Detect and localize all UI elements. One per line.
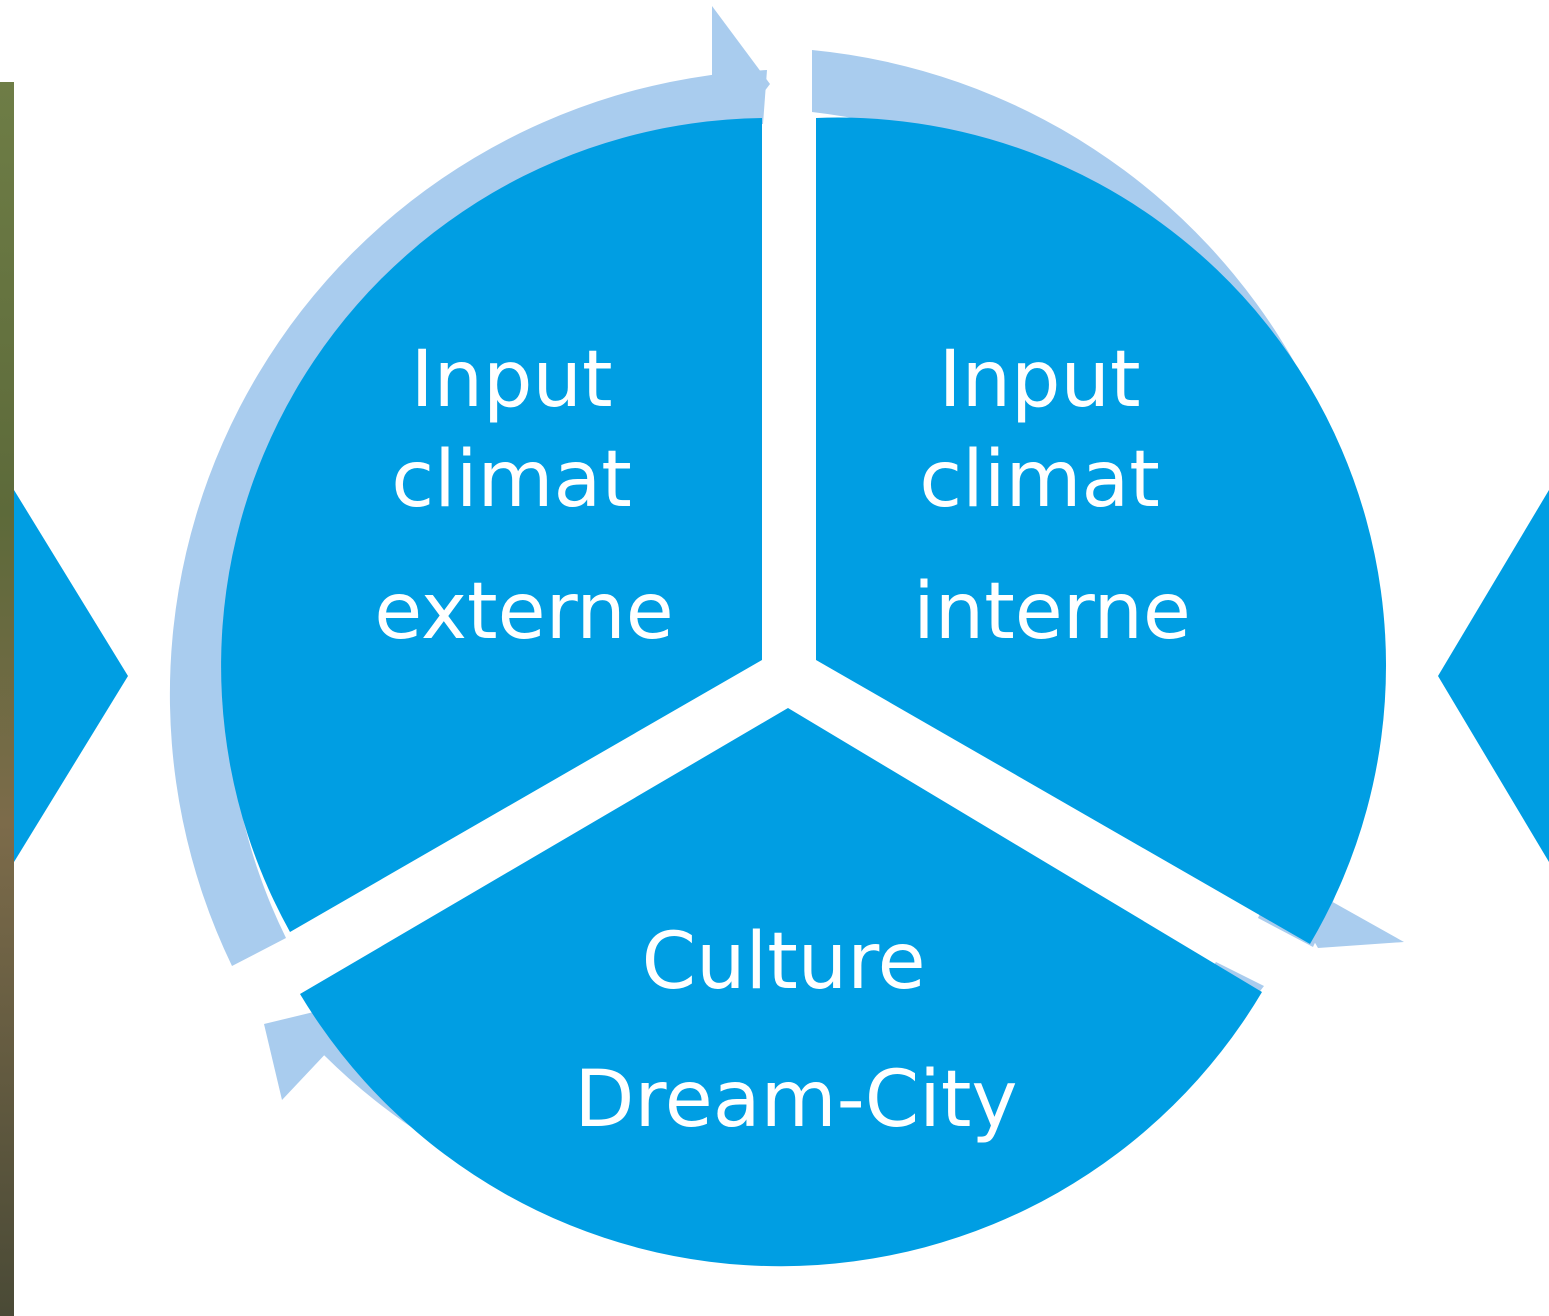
segment-interne-label: Input climat interne <box>913 335 1191 657</box>
right-side-arrow <box>1438 490 1549 862</box>
left-photo-strip <box>0 82 14 1316</box>
segment-culture <box>300 708 1262 1267</box>
ring-arc-top <box>169 70 767 966</box>
left-side-arrow <box>14 490 128 862</box>
segment-interne <box>816 117 1387 944</box>
segment-externe-label: Input climat externe <box>374 335 673 657</box>
segment-externe <box>221 118 762 932</box>
segment-culture-label: Culture Dream-City <box>574 917 1017 1145</box>
